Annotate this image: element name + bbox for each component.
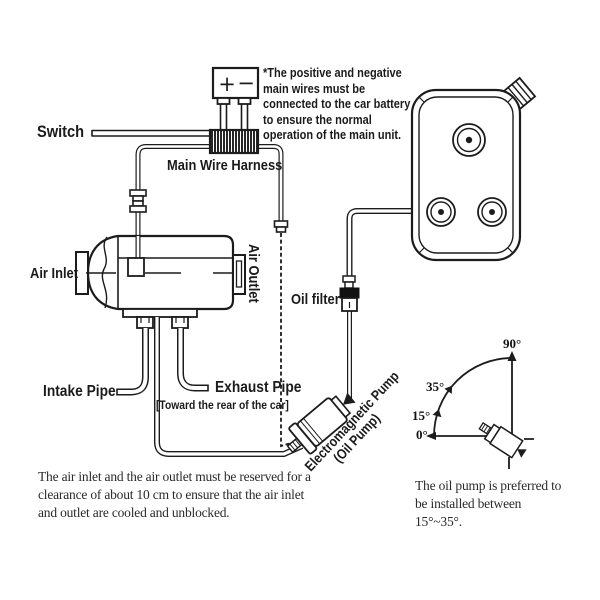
air-outlet-label: Air Outlet xyxy=(245,244,262,303)
oil-filter-icon xyxy=(339,275,360,399)
wire-harness-icon xyxy=(208,128,260,155)
exhaust-pipe-label: Exhaust Pipe xyxy=(215,379,302,396)
clearance-note: The air inlet and the air outlet must be… xyxy=(38,469,311,520)
oil-filter-label: Oil filter xyxy=(291,291,340,308)
fuel-line-heater-to-pump xyxy=(154,317,304,457)
battery-minus-symbol: − xyxy=(237,71,255,95)
pump-power-wire-dashed xyxy=(280,233,302,448)
angle-0-label: 0° xyxy=(416,427,428,442)
switch-cable xyxy=(91,129,210,137)
exhaust-stub xyxy=(171,316,189,329)
tank-port-right xyxy=(477,197,507,227)
main-wire-harness-label: Main Wire Harness xyxy=(167,157,283,174)
tank-port-left xyxy=(426,197,456,227)
tank-port-top xyxy=(452,123,486,157)
battery-icon: + − xyxy=(211,66,260,130)
wire-connector-icon xyxy=(129,189,147,213)
wire-connector-icon xyxy=(273,220,289,228)
fuel-line-tank-to-filter xyxy=(346,208,413,276)
fuel-tank-icon xyxy=(410,76,537,262)
intake-stub xyxy=(136,316,154,329)
heater-unit-icon xyxy=(75,234,246,329)
exhaust-pipe-icon xyxy=(177,328,209,392)
battery-note: *The positive and negative main wires mu… xyxy=(263,66,411,142)
angle-15-label: 15° xyxy=(412,408,431,423)
angle-35-label: 35° xyxy=(426,379,445,394)
air-inlet-label: Air Inlet xyxy=(30,265,79,282)
heater-terminal-box xyxy=(127,257,145,277)
angle-gauge-icon xyxy=(426,351,534,469)
intake-pipe-label: Intake Pipe xyxy=(43,383,116,400)
inlet-grill-wave xyxy=(101,236,108,309)
intake-pipe-icon xyxy=(116,328,149,396)
mounting-plate xyxy=(122,308,198,318)
mini-pump-icon xyxy=(478,422,527,459)
switch-label: Switch xyxy=(37,122,85,141)
exhaust-direction-note: [Toward the rear of the car] xyxy=(156,398,289,412)
pump-angle-note: The oil pump is preferred to be installe… xyxy=(415,478,562,529)
electromagnetic-pump-icon xyxy=(286,392,356,455)
battery-plus-symbol: + xyxy=(218,72,236,96)
angle-90-label: 90° xyxy=(503,336,522,351)
